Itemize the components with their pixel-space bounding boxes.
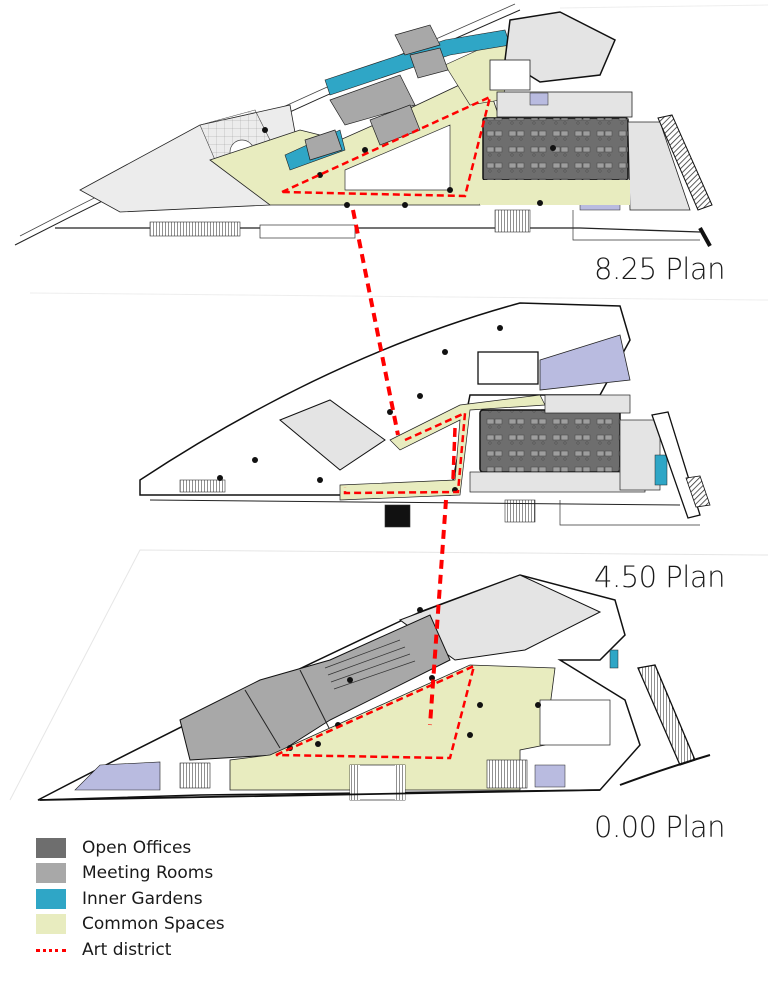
legend-label: Open Offices xyxy=(82,837,192,858)
open-offices-swatch xyxy=(36,837,66,858)
legend-item-art-district: Art district xyxy=(36,937,225,963)
plan-4-50 xyxy=(29,292,768,528)
plan-label-0-00: 0.00 Plan xyxy=(594,810,725,844)
legend-label: Inner Gardens xyxy=(82,888,203,909)
dashed-line-icon xyxy=(36,949,66,953)
plan-0-00 xyxy=(9,549,768,801)
common-spaces-swatch xyxy=(36,914,66,935)
legend-item-meeting-rooms: Meeting Rooms xyxy=(36,861,225,887)
legend-label: Common Spaces xyxy=(82,914,225,935)
legend-item-common-spaces: Common Spaces xyxy=(36,912,225,938)
legend-label: Art district xyxy=(82,939,172,960)
floor-plans-diagram xyxy=(9,3,768,801)
legend: Open Offices Meeting Rooms Inner Gardens… xyxy=(36,835,225,963)
legend-item-inner-gardens: Inner Gardens xyxy=(36,886,225,912)
art-district-connectors xyxy=(351,209,448,726)
legend-item-open-offices: Open Offices xyxy=(36,835,225,861)
legend-label: Meeting Rooms xyxy=(82,863,214,884)
plan-label-4-50: 4.50 Plan xyxy=(594,560,725,594)
inner-gardens-swatch xyxy=(36,888,66,909)
plan-label-8-25: 8.25 Plan xyxy=(594,252,725,286)
plan-8-25 xyxy=(14,3,768,247)
meeting-rooms-swatch xyxy=(36,863,66,884)
